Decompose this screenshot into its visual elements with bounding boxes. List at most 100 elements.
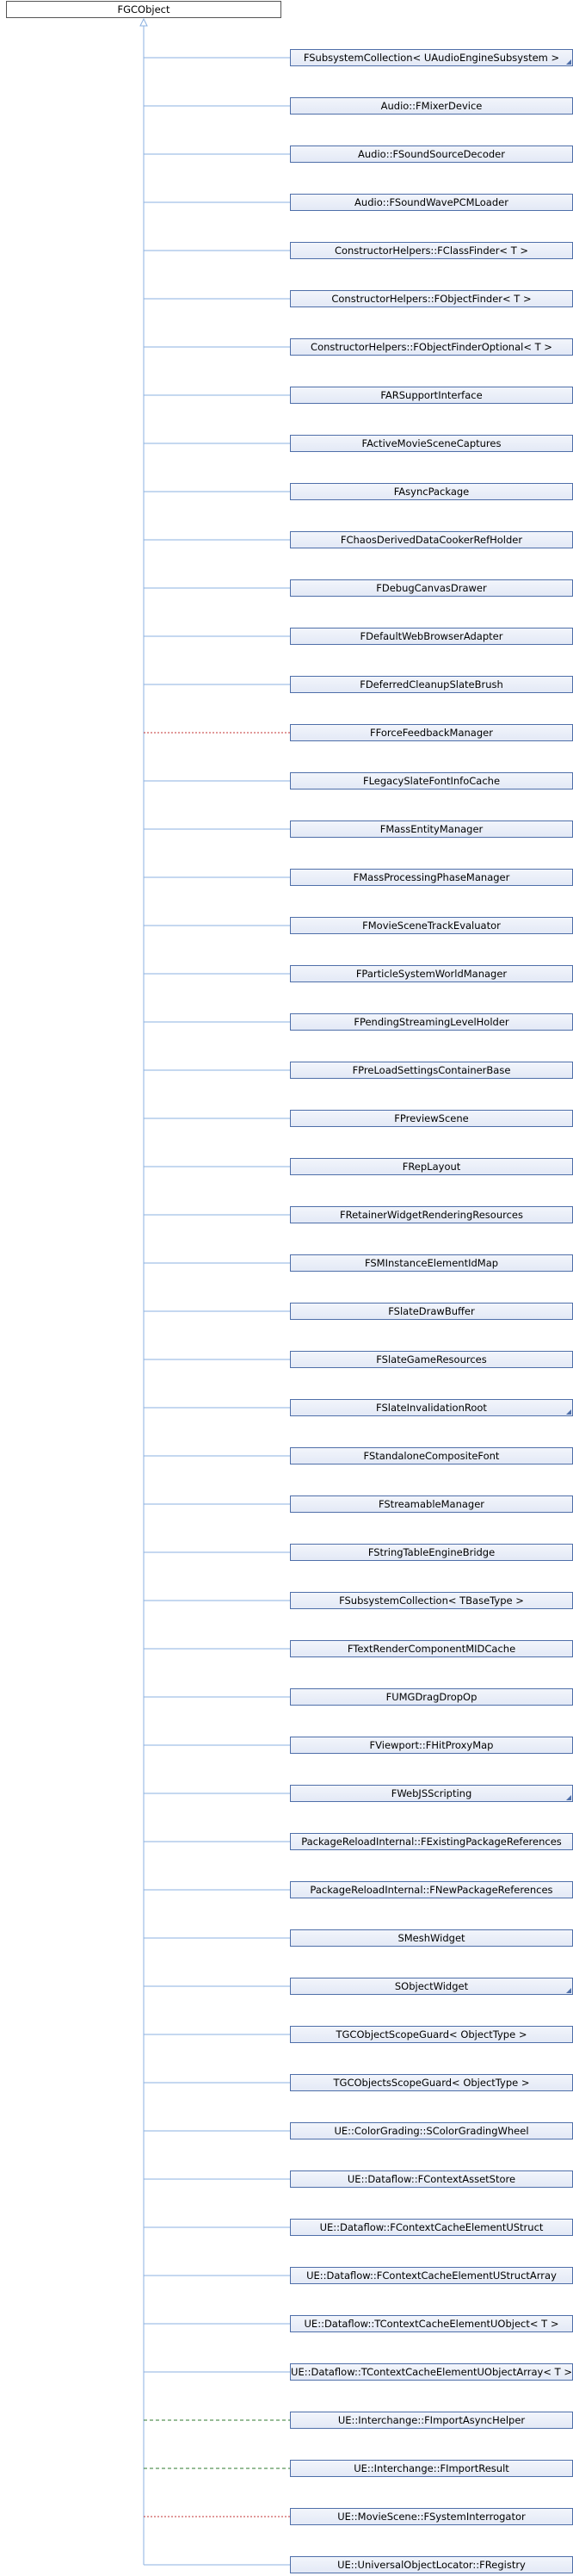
child-class-label: FMassEntityManager bbox=[379, 823, 484, 835]
child-class-node[interactable]: UE::ColorGrading::SColorGradingWheel bbox=[290, 2122, 573, 2139]
child-class-label: UE::Dataflow::FContextCacheElementUStruc… bbox=[306, 2269, 557, 2282]
child-class-node[interactable]: FPreLoadSettingsContainerBase bbox=[290, 1062, 573, 1079]
child-class-node[interactable]: FViewport::FHitProxyMap bbox=[290, 1737, 573, 1754]
child-class-node[interactable]: FRepLayout bbox=[290, 1158, 573, 1175]
child-class-label: FMassProcessingPhaseManager bbox=[353, 871, 510, 883]
child-class-label: FParticleSystemWorldManager bbox=[355, 968, 508, 980]
root-class-node[interactable]: FGCObject bbox=[6, 1, 281, 18]
child-class-node[interactable]: ConstructorHelpers::FClassFinder< T > bbox=[290, 242, 573, 259]
child-class-label: UE::UniversalObjectLocator::FRegistry bbox=[337, 2559, 526, 2571]
child-class-node[interactable]: FARSupportInterface bbox=[290, 387, 573, 404]
child-class-label: UE::Interchange::FImportResult bbox=[354, 2462, 509, 2474]
child-class-label: UE::Dataflow::TContextCacheElementUObjec… bbox=[304, 2318, 559, 2330]
child-class-label: Audio::FSoundSourceDecoder bbox=[358, 148, 505, 160]
child-class-node[interactable]: FStreamableManager bbox=[290, 1495, 573, 1513]
child-class-label: FPreLoadSettingsContainerBase bbox=[352, 1064, 511, 1076]
child-class-node[interactable]: TGCObjectScopeGuard< ObjectType > bbox=[290, 2026, 573, 2043]
child-class-label: ConstructorHelpers::FObjectFinderOptiona… bbox=[311, 341, 552, 353]
child-class-node[interactable]: FSubsystemCollection< UAudioEngineSubsys… bbox=[290, 49, 573, 66]
child-class-node[interactable]: FSlateGameResources bbox=[290, 1351, 573, 1368]
child-class-node[interactable]: FForceFeedbackManager bbox=[290, 724, 573, 741]
child-class-label: UE::Interchange::FImportAsyncHelper bbox=[337, 2414, 526, 2426]
child-class-node[interactable]: FSMInstanceElementIdMap bbox=[290, 1254, 573, 1272]
child-class-label: FDefaultWebBrowserAdapter bbox=[360, 630, 503, 642]
child-class-label: FLegacySlateFontInfoCache bbox=[362, 775, 501, 787]
child-class-label: TGCObjectScopeGuard< ObjectType > bbox=[336, 2028, 527, 2040]
child-class-label: TGCObjectsScopeGuard< ObjectType > bbox=[333, 2077, 530, 2089]
child-class-node[interactable]: FRetainerWidgetRenderingResources bbox=[290, 1206, 573, 1223]
child-class-label: FSlateDrawBuffer bbox=[388, 1305, 475, 1317]
child-class-node[interactable]: FPreviewScene bbox=[290, 1110, 573, 1127]
child-class-node[interactable]: FChaosDerivedDataCookerRefHolder bbox=[290, 531, 573, 548]
child-class-label: FTextRenderComponentMIDCache bbox=[347, 1643, 516, 1655]
child-class-node[interactable]: TGCObjectsScopeGuard< ObjectType > bbox=[290, 2074, 573, 2091]
child-class-node[interactable]: UE::Interchange::FImportAsyncHelper bbox=[290, 2412, 573, 2429]
child-class-label: FMovieSceneTrackEvaluator bbox=[362, 920, 501, 932]
more-subclasses-indicator-icon bbox=[566, 1988, 571, 1993]
child-class-label: FStandaloneCompositeFont bbox=[363, 1450, 500, 1462]
child-class-label: UE::MovieScene::FSystemInterrogator bbox=[337, 2511, 526, 2523]
child-class-node[interactable]: PackageReloadInternal::FExistingPackageR… bbox=[290, 1833, 573, 1850]
child-class-label: FRepLayout bbox=[402, 1161, 461, 1173]
child-class-node[interactable]: FUMGDragDropOp bbox=[290, 1688, 573, 1706]
child-class-node[interactable]: UE::Dataflow::FContextCacheElementUStruc… bbox=[290, 2267, 573, 2284]
child-class-label: UE::Dataflow::FContextAssetStore bbox=[347, 2173, 516, 2185]
child-class-node[interactable]: FMassProcessingPhaseManager bbox=[290, 869, 573, 886]
child-class-node[interactable]: FDefaultWebBrowserAdapter bbox=[290, 628, 573, 645]
child-class-node[interactable]: FMassEntityManager bbox=[290, 820, 573, 838]
child-class-node[interactable]: Audio::FSoundSourceDecoder bbox=[290, 146, 573, 163]
child-class-node[interactable]: FDeferredCleanupSlateBrush bbox=[290, 676, 573, 693]
child-class-label: FActiveMovieSceneCaptures bbox=[361, 437, 502, 449]
child-class-node[interactable]: FAsyncPackage bbox=[290, 483, 573, 500]
child-class-node[interactable]: FStringTableEngineBridge bbox=[290, 1544, 573, 1561]
child-class-label: FForceFeedbackManager bbox=[370, 727, 493, 739]
child-class-label: UE::Dataflow::FContextCacheElementUStruc… bbox=[319, 2221, 544, 2233]
child-class-node[interactable]: UE::MovieScene::FSystemInterrogator bbox=[290, 2508, 573, 2525]
child-class-node[interactable]: FParticleSystemWorldManager bbox=[290, 965, 573, 982]
more-subclasses-indicator-icon bbox=[566, 1409, 571, 1415]
child-class-node[interactable]: UE::Dataflow::TContextCacheElementUObjec… bbox=[290, 2363, 573, 2381]
child-class-node[interactable]: FPendingStreamingLevelHolder bbox=[290, 1013, 573, 1031]
child-class-label: FSMInstanceElementIdMap bbox=[364, 1257, 499, 1269]
child-class-label: FPreviewScene bbox=[394, 1112, 469, 1124]
more-subclasses-indicator-icon bbox=[566, 1795, 571, 1800]
child-class-node[interactable]: FSlateDrawBuffer bbox=[290, 1303, 573, 1320]
child-class-label: Audio::FSoundWavePCMLoader bbox=[354, 196, 508, 208]
child-class-node[interactable]: UE::UniversalObjectLocator::FRegistry bbox=[290, 2556, 573, 2573]
child-class-node[interactable]: Audio::FMixerDevice bbox=[290, 97, 573, 115]
child-class-node[interactable]: FMovieSceneTrackEvaluator bbox=[290, 917, 573, 934]
child-class-label: UE::ColorGrading::SColorGradingWheel bbox=[334, 2125, 529, 2137]
child-class-node[interactable]: Audio::FSoundWavePCMLoader bbox=[290, 194, 573, 211]
child-class-node[interactable]: FTextRenderComponentMIDCache bbox=[290, 1640, 573, 1657]
child-class-node[interactable]: PackageReloadInternal::FNewPackageRefere… bbox=[290, 1881, 573, 1898]
child-class-label: FSlateGameResources bbox=[376, 1353, 487, 1365]
child-class-node[interactable]: SMeshWidget bbox=[290, 1929, 573, 1947]
child-class-label: PackageReloadInternal::FExistingPackageR… bbox=[301, 1836, 562, 1848]
child-class-node[interactable]: FSubsystemCollection< TBaseType > bbox=[290, 1592, 573, 1609]
child-class-node[interactable]: FWebJSScripting bbox=[290, 1785, 573, 1802]
child-class-label: FChaosDerivedDataCookerRefHolder bbox=[340, 534, 523, 546]
child-class-label: UE::Dataflow::TContextCacheElementUObjec… bbox=[291, 2366, 572, 2378]
child-class-node[interactable]: ConstructorHelpers::FObjectFinder< T > bbox=[290, 290, 573, 307]
child-class-node[interactable]: FStandaloneCompositeFont bbox=[290, 1447, 573, 1464]
child-class-label: FPendingStreamingLevelHolder bbox=[354, 1016, 509, 1028]
child-class-label: FSubsystemCollection< UAudioEngineSubsys… bbox=[303, 52, 560, 64]
child-class-label: FWebJSScripting bbox=[391, 1787, 472, 1799]
child-class-node[interactable]: UE::Dataflow::FContextCacheElementUStruc… bbox=[290, 2219, 573, 2236]
child-class-label: FDeferredCleanupSlateBrush bbox=[360, 678, 503, 690]
root-class-label: FGCObject bbox=[117, 3, 170, 15]
child-class-node[interactable]: FSlateInvalidationRoot bbox=[290, 1399, 573, 1416]
child-class-node[interactable]: FActiveMovieSceneCaptures bbox=[290, 435, 573, 452]
child-class-label: ConstructorHelpers::FObjectFinder< T > bbox=[331, 293, 532, 305]
child-class-label: FUMGDragDropOp bbox=[385, 1691, 478, 1703]
child-class-node[interactable]: SObjectWidget bbox=[290, 1978, 573, 1995]
child-class-label: PackageReloadInternal::FNewPackageRefere… bbox=[310, 1884, 553, 1896]
child-class-node[interactable]: FLegacySlateFontInfoCache bbox=[290, 772, 573, 790]
child-class-node[interactable]: UE::Dataflow::TContextCacheElementUObjec… bbox=[290, 2315, 573, 2332]
child-class-node[interactable]: ConstructorHelpers::FObjectFinderOptiona… bbox=[290, 338, 573, 356]
child-class-node[interactable]: UE::Interchange::FImportResult bbox=[290, 2460, 573, 2477]
child-class-node[interactable]: FDebugCanvasDrawer bbox=[290, 579, 573, 597]
child-class-node[interactable]: UE::Dataflow::FContextAssetStore bbox=[290, 2170, 573, 2188]
child-class-label: FAsyncPackage bbox=[393, 486, 470, 498]
